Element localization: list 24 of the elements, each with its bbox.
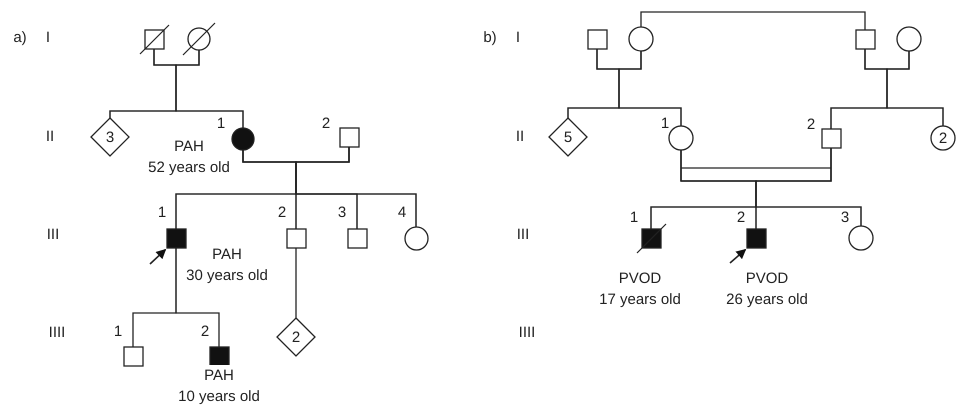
pedigree-line — [295, 248, 297, 318]
individual-number: 3 — [106, 130, 114, 146]
pedigree-line — [175, 50, 244, 128]
individual-number: 2 — [292, 330, 300, 346]
generation-label: I — [516, 30, 520, 46]
generation-label: II — [516, 129, 524, 145]
generation-label: III — [46, 227, 60, 243]
pedigree-line — [175, 248, 220, 346]
pedigree-line — [640, 11, 866, 30]
generation-label: IIII — [48, 325, 66, 341]
pedigree-line — [886, 51, 944, 126]
individual-number: 2 — [938, 131, 948, 147]
panel-letter: a) — [13, 30, 27, 46]
panel-letter: b) — [483, 30, 497, 46]
proband-arrow — [149, 248, 166, 265]
pedigree-line — [295, 146, 417, 226]
generation-label: II — [46, 129, 54, 145]
individual-number: 5 — [564, 130, 572, 146]
generation-label: IIII — [518, 325, 536, 341]
proband-arrow — [729, 248, 746, 264]
generation-label: I — [46, 30, 50, 46]
generation-label: III — [516, 227, 530, 243]
pedigree-line — [618, 51, 682, 126]
pedigree-line — [755, 148, 862, 226]
